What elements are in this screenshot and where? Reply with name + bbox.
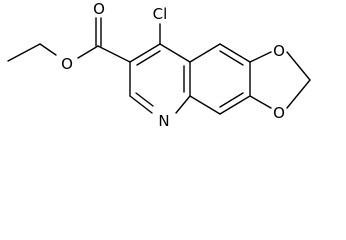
bond-c5-c6 [219, 43, 251, 63]
bond-n-c2 [129, 95, 153, 114]
chlorine-label: Cl [153, 5, 168, 23]
bond-n-c2-inner [135, 92, 154, 107]
bond-c3-c4-inner [136, 50, 161, 66]
molecule-structure: O O Cl N O O [7, 0, 311, 130]
bond-c4-c4a [159, 43, 191, 63]
bond-c4a-c5 [189, 43, 221, 63]
bond-c6-o-top [249, 51, 272, 63]
bond-ester-o-carbonyl-c [77, 45, 99, 59]
bond-c7-o-bottom [249, 95, 272, 109]
structure-canvas: O O Cl N O O [7, 0, 311, 130]
bond-c5-c6-inner [219, 50, 244, 66]
bond-ethyl-ch2-o [39, 43, 57, 56]
bond-carbonyl-c-ring [97, 45, 131, 63]
bond-c8-c8a [189, 95, 221, 115]
ester-oxygen-label: O [61, 55, 73, 73]
bond-c8a-n [175, 95, 191, 114]
bond-c7-c8 [219, 95, 251, 115]
dioxole-oxygen-bottom-label: O [273, 104, 285, 122]
bond-o-bottom-ch2 [286, 79, 311, 109]
bond-o-top-ch2 [286, 51, 311, 81]
dioxole-oxygen-top-label: O [273, 42, 285, 60]
bond-c3-c4 [129, 43, 161, 63]
bond-ethyl-ch3-ch2 [7, 43, 41, 62]
bond-c7-c8-inner [219, 92, 244, 108]
carbonyl-oxygen-label: O [93, 0, 105, 18]
ring-nitrogen-label: N [158, 112, 169, 130]
